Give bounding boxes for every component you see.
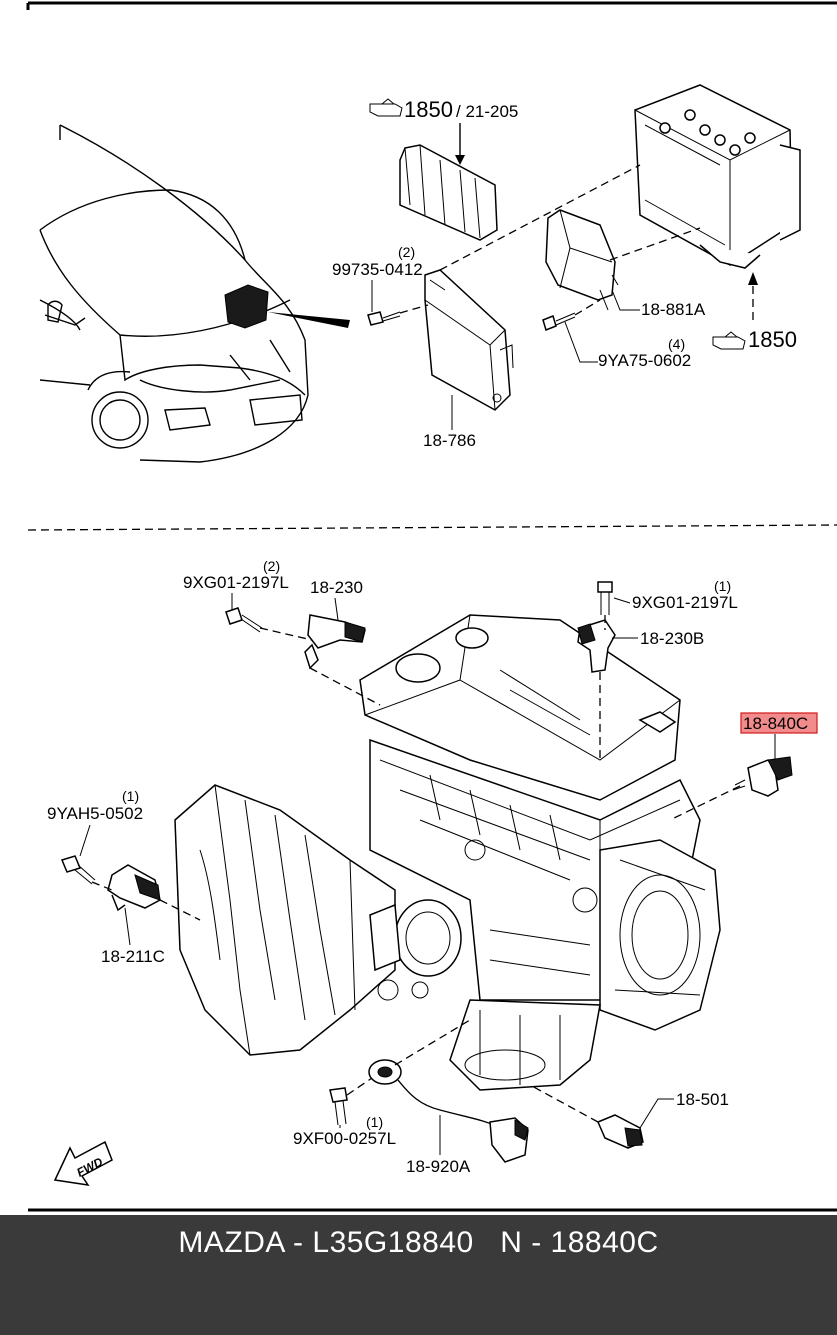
leader-label-9ya75 <box>564 321 598 363</box>
qty-9xg01-cam: (2) <box>263 558 280 574</box>
bolt-9xf00 <box>329 1087 348 1126</box>
section-divider <box>27 524 837 531</box>
leader-label-9yah5 <box>79 824 91 857</box>
hand-pointer-icon <box>369 98 403 117</box>
fwd-arrow-icon: FWD <box>53 1140 113 1186</box>
leader-map-to-manifold <box>159 899 201 921</box>
ecu-bracket <box>424 269 514 411</box>
ref-main-suffix: / 21-205 <box>456 102 518 121</box>
control-module <box>545 209 619 311</box>
bolt-9xg01-cam-b <box>597 581 613 615</box>
screw-9ya75 <box>542 312 576 332</box>
arrow-1850-side <box>748 272 758 285</box>
cam-sensor-18-230 <box>304 614 366 670</box>
engine-block <box>359 614 721 1091</box>
label-18-230b: 18-230B <box>640 629 704 648</box>
ref-1850-main: 1850 / 21-205 <box>369 97 518 165</box>
leader-bracket-to-battery <box>439 164 641 271</box>
ref-side-number: 1850 <box>748 327 797 352</box>
qty-bolt-99735: (2) <box>398 244 415 260</box>
oil-switch-18-501 <box>597 1114 644 1149</box>
qty-9yah5: (1) <box>122 788 139 804</box>
leader-label-18-211c <box>124 907 131 946</box>
label-9xf00: 9XF00-0257L <box>293 1129 396 1148</box>
parts-diagram: 1850 / 21-205 <box>26 1 837 1212</box>
cam-sensor-18-230b <box>577 619 616 673</box>
map-sensor-18-211c <box>107 864 161 912</box>
label-9ya75: 9YA75-0602 <box>598 351 691 370</box>
label-18-920a: 18-920A <box>406 1157 471 1176</box>
ref-main-number: 1850 <box>404 97 453 122</box>
label-18-881a: 18-881A <box>641 300 706 319</box>
leader-label-18-230 <box>334 597 339 621</box>
label-9xg01-cam-b: 9XG01-2197L <box>632 593 738 612</box>
label-18-501: 18-501 <box>676 1090 729 1109</box>
leader-bolt-to-bracket <box>399 304 429 314</box>
leader-screw-to-module <box>574 299 601 316</box>
module-cover <box>399 144 498 241</box>
bolt-9xg01-cam <box>225 607 263 633</box>
leader-label-9xg01-cam-b <box>613 597 631 604</box>
label-18-786: 18-786 <box>423 431 476 450</box>
label-18-230: 18-230 <box>310 578 363 597</box>
leader-oil-switch <box>529 1084 599 1123</box>
label-bolt-99735: 99735-0412 <box>332 260 423 279</box>
car-illustration <box>39 124 350 463</box>
qty-9ya75: (4) <box>668 336 685 352</box>
label-9xg01-cam: 9XG01-2197L <box>183 573 289 592</box>
label-18-840c: 18-840C <box>743 714 808 733</box>
knock-sensor-18-920a <box>368 1059 529 1163</box>
bolt-9yah5 <box>60 855 96 885</box>
leader-label-18-881a <box>611 289 640 311</box>
hand-pointer-icon-side <box>712 331 746 350</box>
leader-map-bolt <box>91 881 113 891</box>
qty-9xf00: (1) <box>366 1114 383 1130</box>
leader-bolt-cam <box>259 627 313 641</box>
footer-bar <box>0 1215 837 1335</box>
leader-knock-to-block <box>394 1019 471 1066</box>
footer-part-number: MAZDA - L35G18840 N - 18840C <box>178 1226 659 1259</box>
leader-cam-to-engine <box>309 667 381 706</box>
intake-manifold <box>174 784 462 1056</box>
highlight-box-18-840c <box>740 712 818 734</box>
label-18-211c: 18-211C <box>101 947 165 966</box>
qty-9xg01-cam-b: (1) <box>714 578 731 594</box>
bolt-99735 <box>367 311 401 326</box>
label-9yah5: 9YAH5-0502 <box>47 804 143 823</box>
sensor-18-840c <box>732 756 793 797</box>
leader-module-to-battery <box>609 227 701 261</box>
leader-label-18-501 <box>639 1098 674 1129</box>
battery <box>634 84 801 269</box>
leader-knock-bolt <box>346 1077 373 1096</box>
